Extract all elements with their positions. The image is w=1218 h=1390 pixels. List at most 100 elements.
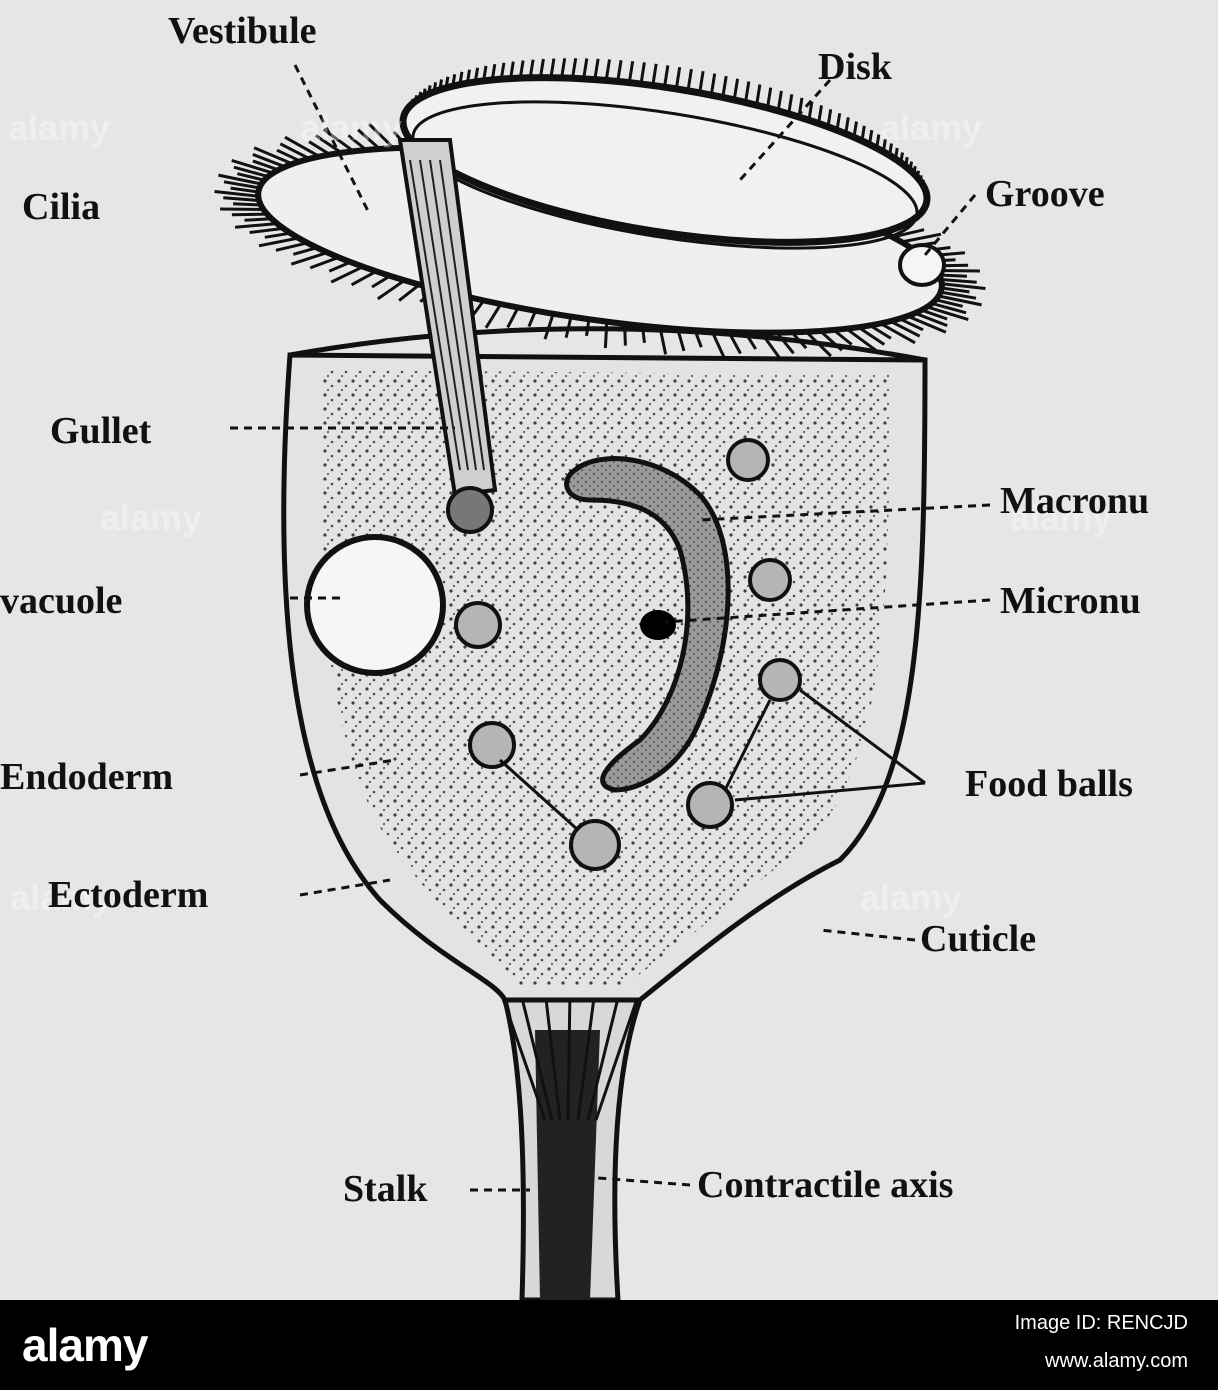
cilium xyxy=(921,308,948,321)
disk-cilium xyxy=(732,78,740,101)
cilium xyxy=(506,306,520,329)
cilium xyxy=(233,202,261,207)
cilium xyxy=(676,328,686,352)
gullet-drawing xyxy=(397,138,498,534)
leader-lines xyxy=(230,64,991,1192)
cilium xyxy=(214,190,259,198)
cilium xyxy=(258,236,299,248)
cilium xyxy=(658,327,668,355)
cilium xyxy=(941,286,970,294)
contractile-vacuole-drawing xyxy=(304,534,446,676)
cilium xyxy=(223,196,260,202)
watermark-6: alamy xyxy=(10,877,113,918)
cilium xyxy=(926,305,969,322)
footer-url: www.alamy.com xyxy=(1045,1350,1188,1372)
cilium xyxy=(914,311,948,327)
cilium xyxy=(376,279,406,301)
label-ectoderm: Ectoderm xyxy=(48,874,209,916)
cilium xyxy=(935,298,964,308)
cilium xyxy=(398,283,421,302)
footer-bar: alamy Image ID: RENCJD www.alamy.com xyxy=(0,1300,1218,1390)
ciliary-rim xyxy=(289,326,926,363)
cilium xyxy=(244,217,272,222)
cilium xyxy=(484,303,503,329)
cilium xyxy=(218,173,262,186)
cilium xyxy=(314,134,343,155)
cilium xyxy=(309,255,340,270)
watermark-2: alamy xyxy=(300,107,403,148)
cilium xyxy=(368,122,395,150)
diagram-drawing xyxy=(214,58,991,1300)
watermark-5: alamy xyxy=(1010,497,1113,538)
cilium xyxy=(603,321,609,349)
cilium xyxy=(775,331,795,355)
footer-image-id: Image ID: RENCJD xyxy=(1014,1312,1188,1334)
disk-cilium xyxy=(651,63,658,86)
cilium xyxy=(940,278,977,284)
cilium xyxy=(564,316,573,339)
food-balls-drawing xyxy=(454,438,802,871)
cilium xyxy=(275,241,308,252)
cilium xyxy=(845,327,878,352)
watermark-1: alamy xyxy=(8,107,111,148)
disk-cilium xyxy=(663,65,670,88)
cilium xyxy=(940,290,977,300)
label-disk: Disk xyxy=(818,46,892,88)
label-vestibule: Vestibule xyxy=(168,10,317,52)
cilium xyxy=(233,165,269,179)
label-food-balls: Food balls xyxy=(965,763,1133,805)
cilium xyxy=(279,142,311,161)
cilium xyxy=(939,273,967,278)
disk-cilium xyxy=(686,68,693,92)
label-groove: Groove xyxy=(985,173,1105,215)
watermark-3: alamy xyxy=(880,107,983,148)
macronucleus-drawing xyxy=(564,456,731,793)
label-contractile-axis: Contractile axis xyxy=(697,1164,954,1206)
cilium xyxy=(220,207,264,211)
cilium xyxy=(357,128,381,151)
cilium xyxy=(727,331,742,355)
disk-cilium xyxy=(674,66,682,90)
cilium xyxy=(857,325,886,346)
cilium xyxy=(710,330,726,359)
disk-cilium xyxy=(698,70,705,94)
cilium xyxy=(234,222,278,229)
cilium xyxy=(231,158,274,175)
disk-drawing xyxy=(399,74,931,250)
cilium xyxy=(938,294,982,307)
cilium xyxy=(759,331,782,360)
cilium xyxy=(253,146,293,166)
cilium xyxy=(543,313,555,340)
label-gullet: Gullet xyxy=(50,410,152,452)
label-cilia: Cilia xyxy=(22,186,101,228)
cilium xyxy=(931,301,967,315)
cilium xyxy=(231,212,268,217)
cilium xyxy=(249,226,284,234)
disk-cilium xyxy=(604,59,611,81)
label-macronucleus: Macronu xyxy=(1000,480,1150,522)
disk-cilium xyxy=(639,62,646,85)
cilium xyxy=(819,329,843,352)
cilium xyxy=(805,330,832,358)
cilium xyxy=(901,232,942,244)
groove-drawing xyxy=(898,243,946,287)
cilium xyxy=(907,314,947,334)
cilium xyxy=(889,319,921,338)
micronucleus-drawing xyxy=(640,610,676,640)
disk-cilium xyxy=(627,60,635,83)
label-endoderm: Endoderm xyxy=(0,756,174,798)
cilium xyxy=(236,172,265,182)
cilium xyxy=(252,153,286,169)
disk-cilium xyxy=(744,81,751,103)
label-cuticle: Cuticle xyxy=(920,918,1037,960)
label-stalk: Stalk xyxy=(343,1168,428,1210)
cilium xyxy=(252,159,279,172)
cilium xyxy=(941,282,986,290)
cilium xyxy=(290,251,328,266)
label-micronucleus: Micronu xyxy=(1000,580,1141,622)
stalk-drawing xyxy=(498,989,644,1300)
cilium xyxy=(284,135,321,158)
cilium xyxy=(350,269,378,287)
label-vacuole: vacuole xyxy=(0,580,123,622)
watermark-4: alamy xyxy=(100,497,203,538)
